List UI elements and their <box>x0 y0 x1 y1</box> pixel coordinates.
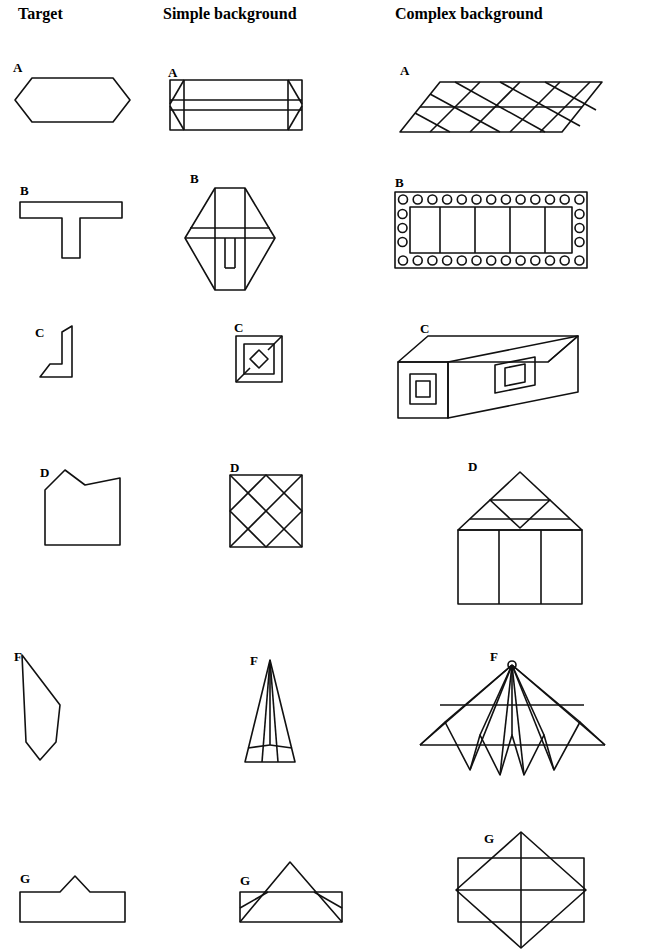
simple-d <box>230 475 302 547</box>
band-circle <box>575 195 584 204</box>
band-circle <box>413 256 422 265</box>
figure-letter: F <box>14 650 22 663</box>
figure-letter: D <box>468 460 477 473</box>
complex-a <box>400 82 602 132</box>
complex-c <box>398 336 578 418</box>
column-heading: Simple background <box>163 6 297 22</box>
band-circle <box>546 195 555 204</box>
figure-letter: A <box>168 66 177 79</box>
band-circle <box>487 195 496 204</box>
target-d <box>45 470 120 545</box>
figure-letter: A <box>13 61 22 74</box>
band-circle <box>472 256 481 265</box>
figure-letter: F <box>490 650 498 663</box>
fan-line <box>440 704 584 706</box>
target-a <box>15 78 130 122</box>
band-circle <box>575 210 584 219</box>
figure-letter: B <box>190 172 199 185</box>
band-circle <box>399 195 408 204</box>
band-circle <box>399 256 408 265</box>
complex-f <box>420 661 605 775</box>
complex-b <box>395 192 587 268</box>
band-circle <box>398 238 407 247</box>
band-circle <box>443 256 452 265</box>
simple-f <box>245 660 295 762</box>
band-circle <box>457 256 466 265</box>
complex-d <box>458 472 582 604</box>
band-circle <box>531 195 540 204</box>
figure-letter: F <box>250 654 258 667</box>
band-circle <box>531 256 540 265</box>
band-circle <box>487 256 496 265</box>
fan-line <box>480 665 512 735</box>
band-circle <box>575 224 584 233</box>
figure-letter: C <box>420 322 429 335</box>
figure-letter: C <box>35 326 44 339</box>
band-circle <box>428 256 437 265</box>
simple-b <box>185 188 275 290</box>
figure-letter: G <box>484 832 494 845</box>
band-circle <box>575 238 584 247</box>
band-circle <box>398 210 407 219</box>
simple-g <box>240 862 342 922</box>
band-circle <box>516 195 525 204</box>
band-circle <box>428 195 437 204</box>
band-circle <box>501 195 510 204</box>
figure-letter: B <box>20 184 29 197</box>
band-circle <box>575 256 584 265</box>
band-circle <box>560 256 569 265</box>
fan-line <box>445 665 512 722</box>
band-circle <box>501 256 510 265</box>
figure-letter: G <box>20 872 30 885</box>
band-circle <box>413 195 422 204</box>
figure-letter: B <box>395 176 404 189</box>
target-f <box>22 655 60 760</box>
figure-letter: C <box>234 321 243 334</box>
target-b <box>20 202 122 258</box>
band-circle <box>546 256 555 265</box>
fan-line <box>500 665 512 775</box>
band-circle <box>560 195 569 204</box>
figure-letter: A <box>400 64 409 77</box>
band-circle <box>398 224 407 233</box>
figure-letter: D <box>230 461 239 474</box>
band-circle <box>443 195 452 204</box>
target-g <box>20 876 125 922</box>
complex-g <box>456 832 586 948</box>
figure-letter: G <box>240 874 250 887</box>
figure-letter: D <box>40 466 49 479</box>
simple-a <box>170 80 302 130</box>
fan-line <box>512 665 554 770</box>
band-circle <box>457 195 466 204</box>
band-circle <box>472 195 481 204</box>
column-heading: Complex background <box>395 6 543 22</box>
band-circle <box>516 256 525 265</box>
simple-c <box>236 336 282 382</box>
column-heading: Target <box>18 6 63 22</box>
target-c <box>40 326 72 377</box>
